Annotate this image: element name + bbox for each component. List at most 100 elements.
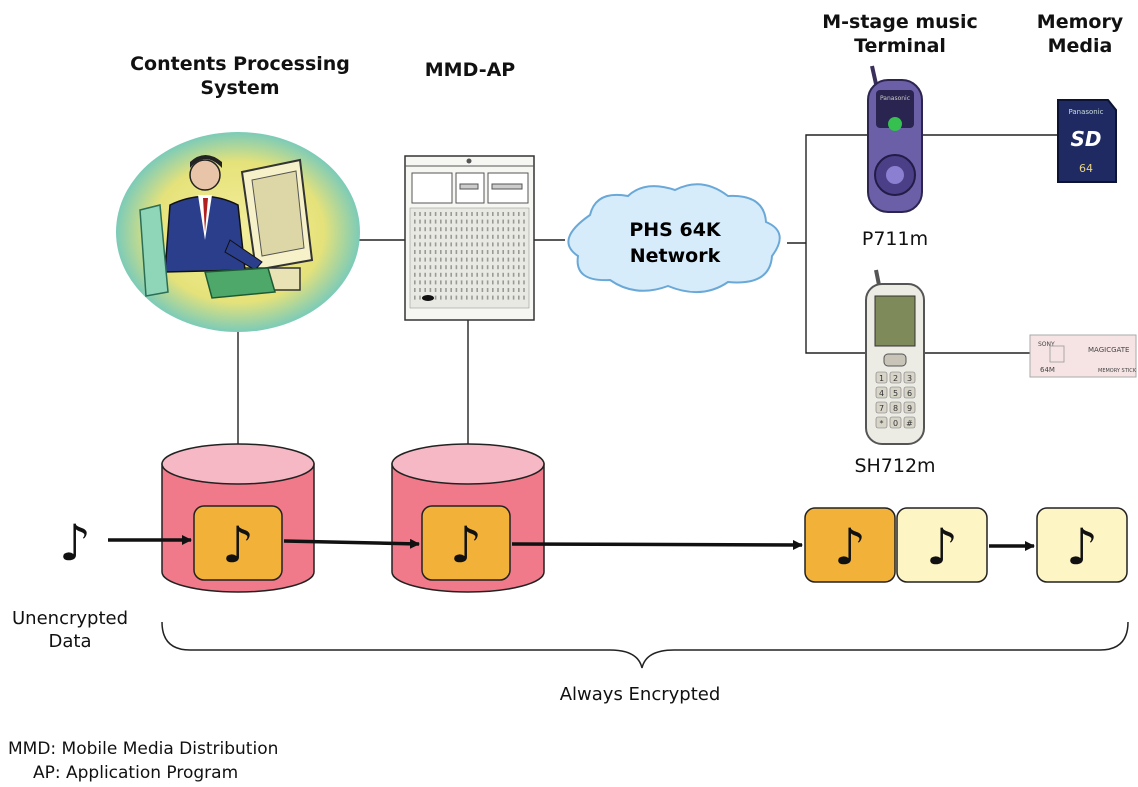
phone-key [875,386,888,399]
terminal-label-line2: Terminal [854,35,946,57]
server-vent-slot [424,250,426,254]
memory-media-label-line1: Memory [1036,11,1124,33]
server-vent-slot [455,288,458,292]
phs-network-cloud [567,183,781,294]
server-vent-slot [450,265,452,270]
memory-media-label-line2: Media [1047,35,1113,57]
server-vent-slot [455,250,458,254]
memory-media-label: Memory Media [1030,10,1130,58]
always-encrypted-label: Always Encrypted [559,684,721,705]
phone-key-label: 0 [893,419,898,428]
server-vent-slot [424,257,426,262]
server-vent-slot [466,265,468,270]
server-vent-slot [471,265,473,270]
sd-card-illustration: Panasonic SD 64 [1057,99,1117,183]
server-vent-slot [481,242,484,247]
server-vent-slot [450,242,452,247]
phone-key [875,401,888,414]
server-vent-slot [445,295,447,300]
server-vent-slot [497,250,499,254]
server-vent-slot [445,257,447,262]
server-vent-slot [455,295,458,300]
server-vent-slot [507,272,510,277]
arrow-cps-to-mmdap [283,538,420,549]
server-vent-slot [481,219,484,224]
phone-key [889,401,902,414]
server-vent-slot [466,280,468,285]
mmdap-server-illustration [404,155,535,321]
server-vent-slot [419,250,421,254]
server-vent-slot [424,227,426,232]
server-vent-slot [455,219,458,224]
server-vent-slot [429,219,432,224]
server-vent-slot [507,295,510,300]
server-vent-slot [460,219,463,224]
server-vent-slot [460,250,463,254]
encrypted-note-box-mmdap: ♪ [421,505,511,581]
server-vent-slot [414,250,416,254]
server-vent-slot [450,257,452,262]
server-vent-slot [497,212,499,216]
server-vent-slot [507,234,510,239]
server-vent-slot [492,242,494,247]
server-vent-slot [518,250,520,254]
server-vent-slot [429,212,432,216]
server-vent-slot [450,280,452,285]
server-vent-slot [481,265,484,270]
server-vent-slot [497,295,499,300]
server-vent-slot [507,250,510,254]
server-vent-slot [471,280,473,285]
server-vent-slot [414,257,416,262]
phone-key-label: 2 [893,374,898,383]
server-vent-slot [471,288,473,292]
phone-key [889,416,902,429]
server-vent-slot [492,212,494,216]
server-vent-slot [429,227,432,232]
server-vent-slot [414,212,416,216]
network-label-line2: Network [630,245,721,267]
server-vent-slot [414,265,416,270]
server-vent-slot [419,212,421,216]
server-vent-slot [414,234,416,239]
server-vent-slot [471,250,473,254]
server-vent-slot [460,288,463,292]
server-vent-slot [419,234,421,239]
server-vent-slot [492,265,494,270]
phone-key [889,371,902,384]
mmdap-label: MMD-AP [424,59,516,81]
unencrypted-label-line1: Unencrypted [12,608,128,629]
server-vent-slot [512,242,515,247]
server-vent-slot [440,272,442,277]
server-vent-slot [512,212,515,216]
server-vent-slot [434,265,437,270]
server-vent-slot [419,242,421,247]
server-vent-slot [460,280,463,285]
unencrypted-music-note-icon: ♪ [59,514,91,572]
server-vent-slot [455,242,458,247]
server-vent-slot [518,227,520,232]
server-vent-slot [455,280,458,285]
footnote-ap: AP: Application Program [33,763,239,783]
server-vent-slot [440,280,442,285]
server-vent-slot [419,295,421,300]
server-vent-slot [502,257,504,262]
phone-key [903,371,916,384]
encrypted-note-box-terminal: ♪ [804,507,896,583]
server-vent-slot [486,288,489,292]
server-vent-slot [466,288,468,292]
server-vent-slot [523,257,525,262]
server-vent-slot [507,242,510,247]
server-vent-slot [512,234,515,239]
server-vent-slot [471,219,473,224]
server-vent-slot [492,227,494,232]
server-vent-slot [434,242,437,247]
server-vent-slot [523,272,525,277]
server-vent-slot [434,219,437,224]
server-vent-slot [450,272,452,277]
server-vent-slot [497,272,499,277]
server-vent-slot [481,212,484,216]
server-vent-slot [518,242,520,247]
server-vent-slot [476,257,478,262]
server-vent-slot [481,257,484,262]
server-vent-slot [497,242,499,247]
